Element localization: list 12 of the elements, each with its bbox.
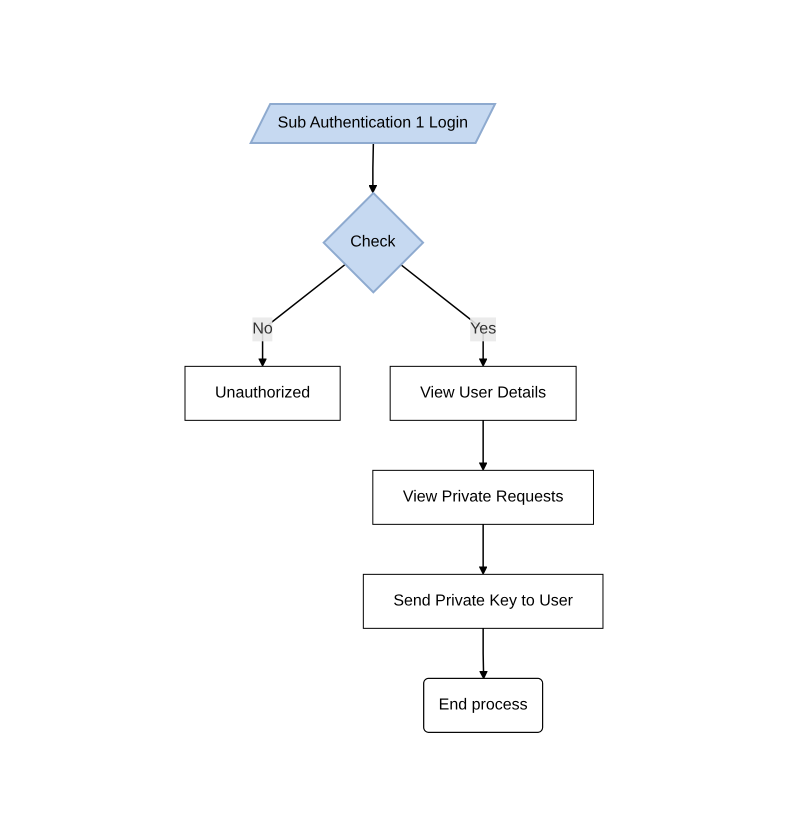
arrow bbox=[478, 524, 488, 576]
node-diamond: Check bbox=[322, 192, 424, 294]
arrow bbox=[368, 144, 378, 194]
node-box: View User Details bbox=[390, 366, 577, 422]
node-box: View Private Requests bbox=[372, 470, 594, 526]
edge-label: No bbox=[252, 320, 273, 338]
node-box: Unauthorized bbox=[184, 366, 341, 422]
arrow bbox=[478, 420, 488, 472]
node-box: Send Private Key to User bbox=[362, 574, 604, 630]
arrow bbox=[258, 264, 346, 368]
arrow bbox=[479, 628, 488, 680]
edge-label: Yes bbox=[470, 320, 496, 338]
